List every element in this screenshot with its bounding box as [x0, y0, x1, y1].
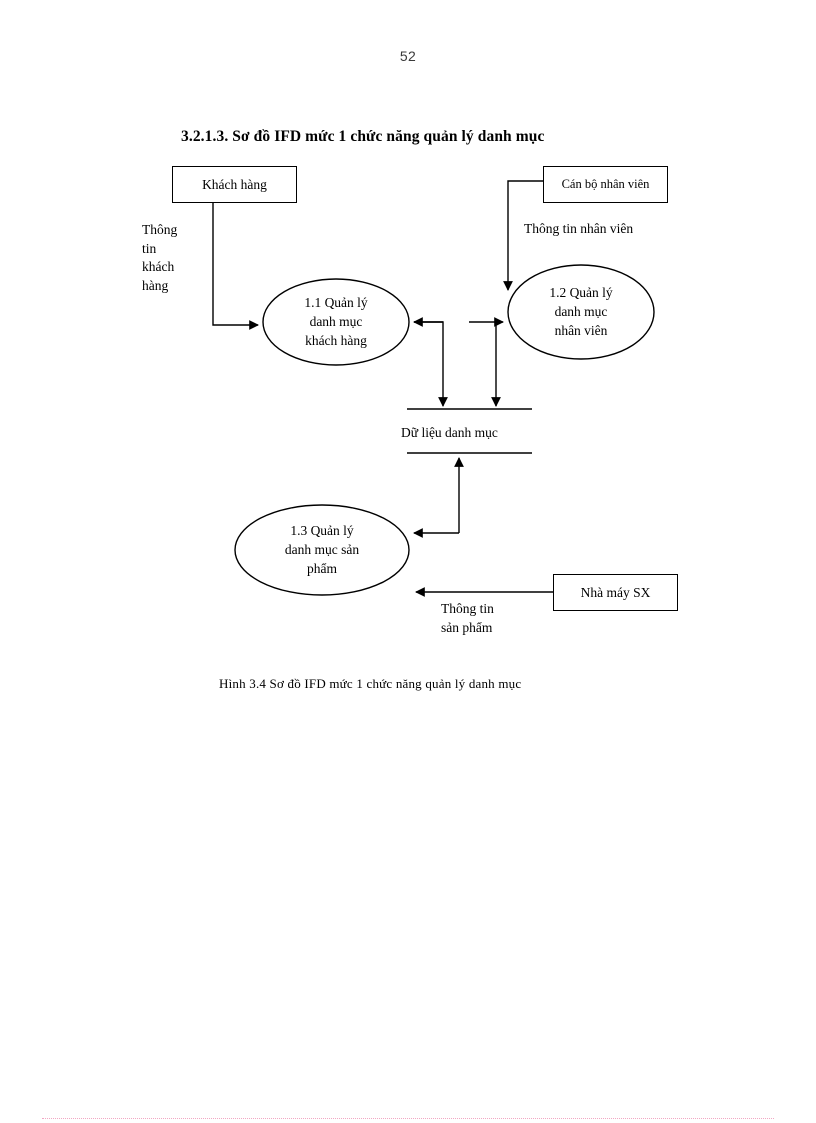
flow-label-thong-tin-khach-hang: Thông tin khách hàng: [142, 221, 177, 295]
page-number: 52: [399, 48, 417, 64]
flow-label-line: Thông tin nhân viên: [524, 221, 634, 236]
flow-label-line: hàng: [142, 277, 169, 293]
process-label-line: phẩm: [307, 561, 337, 576]
process-label-p11: 1.1 Quản lý danh mục khách hàng: [263, 293, 409, 350]
process-ellipse-p13: [234, 504, 410, 596]
process-label-line: danh mục: [554, 304, 608, 319]
external-entity-can-bo-nhan-vien: Cán bộ nhân viên: [543, 166, 668, 203]
flow-label-line: sản phẩm: [441, 619, 493, 635]
process-label-p13: 1.3 Quản lý danh mục sản phẩm: [235, 521, 409, 578]
process-ellipse-p12: [507, 264, 655, 360]
section-heading: 3.2.1.3. Sơ đồ IFD mức 1 chức năng quản …: [181, 128, 545, 145]
external-entity-label: Cán bộ nhân viên: [561, 177, 650, 191]
external-entity-label: Khách hàng: [202, 176, 267, 192]
datastore-label: Dữ liệu danh mục: [401, 425, 498, 440]
figure-caption: Hình 3.4 Sơ đồ IFD mức 1 chức năng quản …: [219, 676, 522, 691]
external-entity-label: Nhà máy SX: [580, 584, 651, 600]
flow-label-thong-tin-nhan-vien: Thông tin nhân viên: [524, 220, 633, 239]
process-label-line: nhân viên: [554, 323, 608, 338]
process-label-line: 1.2 Quản lý: [549, 285, 613, 300]
process-label-p12: 1.2 Quản lý danh mục nhân viên: [508, 283, 654, 340]
flow-label-line: Thông: [142, 222, 178, 237]
external-entity-nha-may-sx: Nhà máy SX: [553, 574, 678, 611]
process-label-line: danh mục sản: [284, 542, 360, 557]
external-entity-khach-hang: Khách hàng: [172, 166, 297, 203]
process-label-line: danh mục: [309, 314, 363, 329]
flow-label-line: Thông tin: [441, 601, 494, 616]
flow-label-line: khách: [142, 259, 175, 274]
flow-khachhang-to-p11: [212, 202, 259, 330]
flow-canbo-to-p12: [503, 180, 543, 291]
process-label-line: 1.1 Quản lý: [304, 295, 368, 310]
flow-p11-to-store: [414, 321, 448, 407]
flow-label-line: tin: [142, 240, 157, 256]
process-label-line: 1.3 Quản lý: [290, 523, 354, 538]
process-label-line: khách hàng: [305, 333, 367, 348]
flow-label-thong-tin-san-pham: Thông tin sản phẩm: [441, 600, 494, 637]
process-ellipse-p11: [262, 278, 410, 366]
footer-rule: [42, 1118, 774, 1120]
